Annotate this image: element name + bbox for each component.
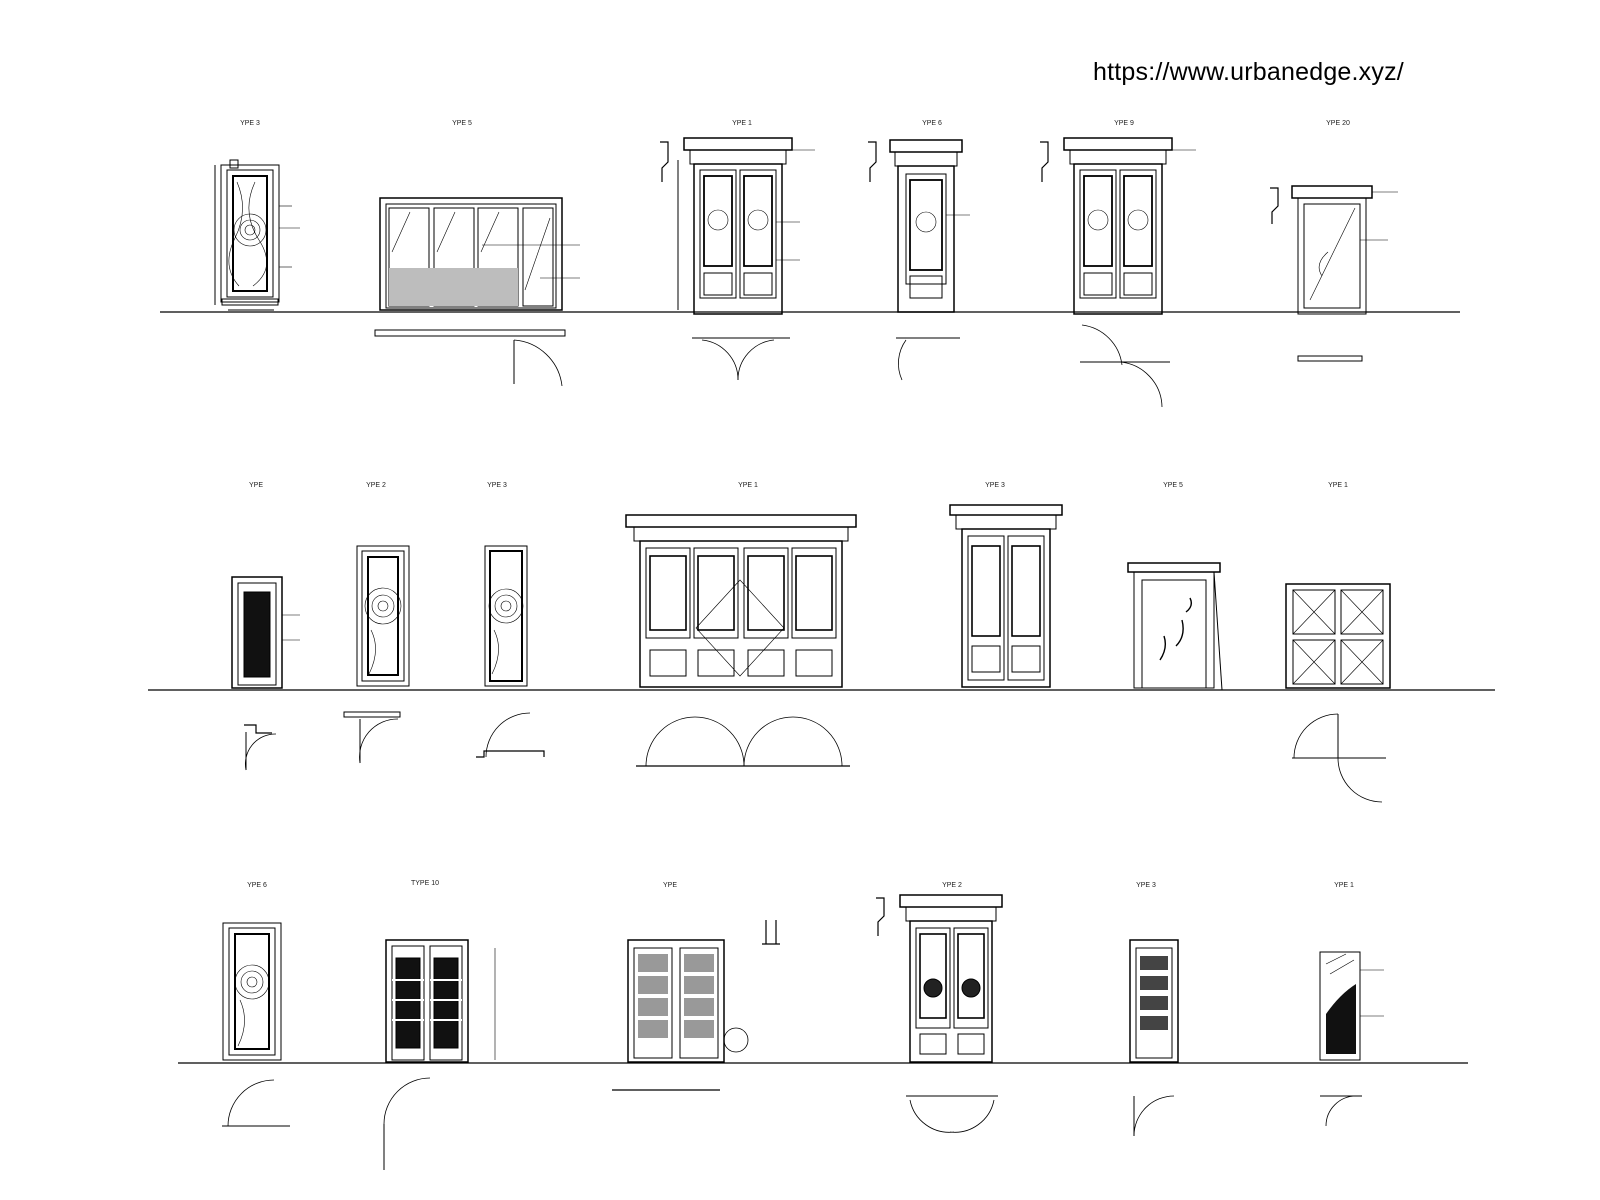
door-elevation (1285, 583, 1391, 803)
door-elevation (374, 197, 580, 387)
door-elevation (868, 139, 970, 381)
door-elevation (612, 920, 780, 1091)
door-elevation (214, 159, 300, 311)
door-elevation (1040, 137, 1196, 408)
door-elevation (660, 137, 815, 381)
door-type-title: YPE 20 (1326, 120, 1350, 127)
door-type-title: YPE 3 (1136, 882, 1156, 889)
door-type-title: YPE 1 (738, 482, 758, 489)
door-type-title: YPE 6 (247, 882, 267, 889)
door-elevation (1129, 939, 1179, 1137)
door-type-title: YPE (662, 882, 678, 889)
door-elevation (222, 922, 290, 1127)
door-type-title: YPE 1 (732, 120, 752, 127)
door-type-title: YPE 5 (452, 120, 472, 127)
door-elevation (625, 514, 857, 767)
door-elevation (1127, 562, 1223, 691)
door-type-title: YPE 5 (1163, 482, 1183, 489)
door-elevation (343, 545, 410, 764)
door-type-title: YPE 2 (942, 882, 962, 889)
door-type-title: YPE 9 (1114, 120, 1134, 127)
door-type-title: YPE 2 (366, 482, 386, 489)
door-elevation (876, 894, 1003, 1133)
door-type-title: YPE (248, 482, 264, 489)
door-type-title: YPE 1 (1334, 882, 1354, 889)
door-elevation (1319, 951, 1384, 1127)
door-elevation (383, 939, 496, 1170)
door-elevation (1270, 185, 1398, 362)
door-type-title: YPE 3 (985, 482, 1005, 489)
door-type-title: YPE 1 (1328, 482, 1348, 489)
door-type-title: YPE 3 (487, 482, 507, 489)
door-type-title: TYPE 10 (410, 880, 440, 887)
watermark-url[interactable]: https://www.urbanedge.xyz/ (1093, 58, 1404, 86)
door-type-title: YPE 3 (240, 120, 260, 127)
door-elevation (949, 504, 1063, 688)
door-type-title: YPE 6 (922, 120, 942, 127)
door-elevation (476, 545, 545, 758)
door-elevation (231, 576, 300, 771)
